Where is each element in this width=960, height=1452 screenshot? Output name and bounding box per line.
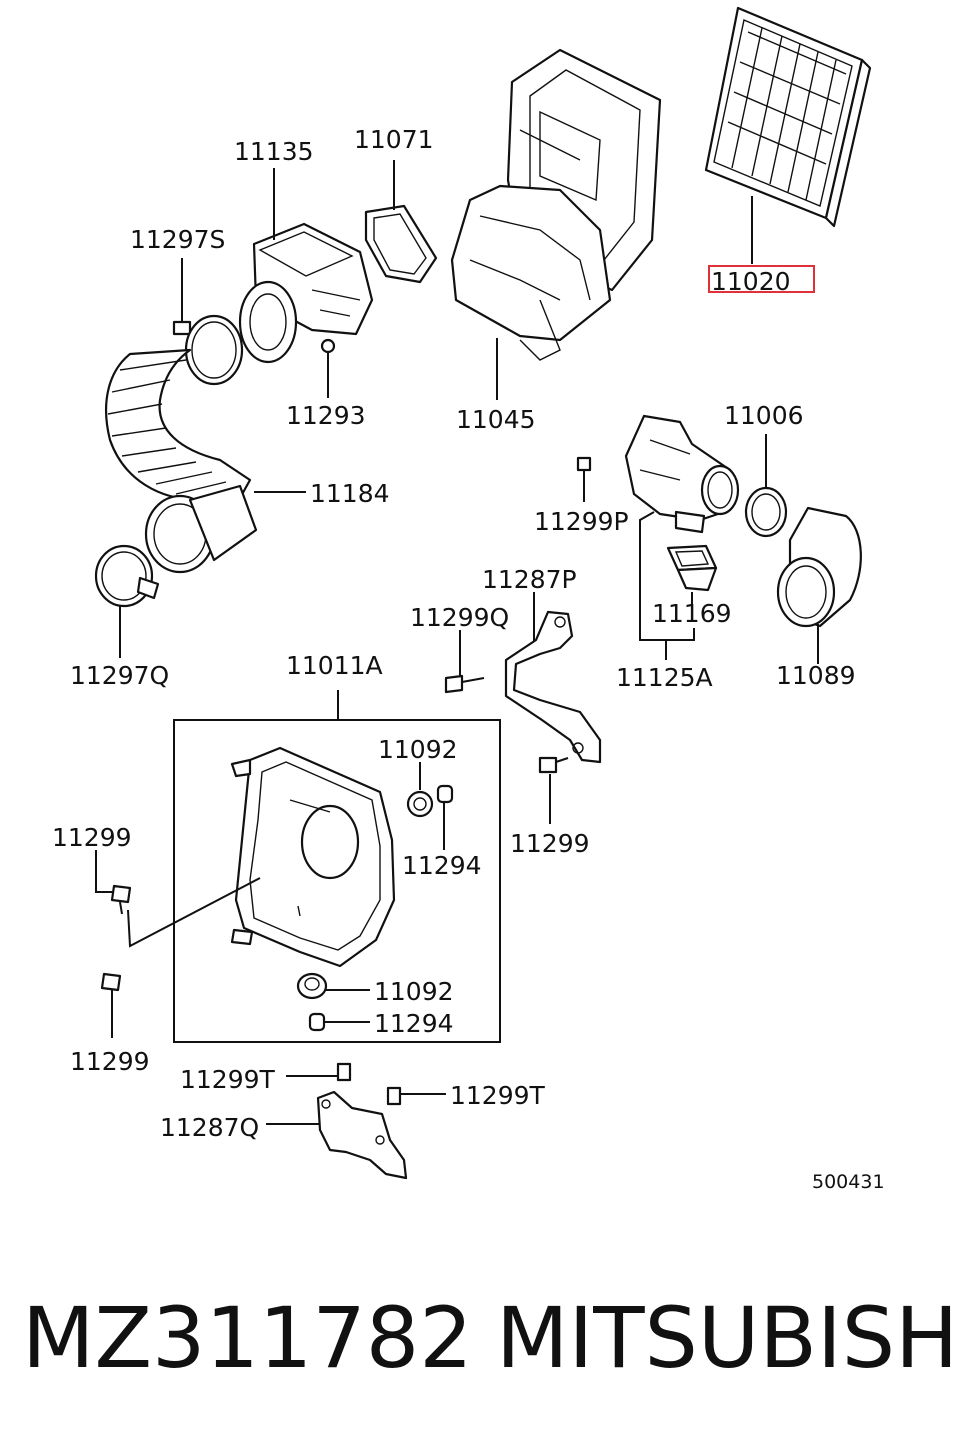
- air-cleaner-upper-case: [450, 48, 662, 400]
- label-11020: 11020: [711, 267, 791, 296]
- intake-hose: [105, 348, 306, 574]
- air-filter-element: [704, 6, 872, 264]
- hose-clamp-lower: [94, 544, 160, 658]
- clamp-11006: [744, 434, 788, 538]
- brand-name: MITSUBISHI: [496, 1289, 960, 1387]
- bolt-11299-left-upper: [95, 850, 261, 948]
- label-11293: 11293: [286, 401, 366, 430]
- label-11184: 11184: [310, 479, 390, 508]
- label-11125a: 11125A: [616, 663, 713, 692]
- hose-clamp-upper: [184, 314, 244, 386]
- grommet-11092-lower: [296, 972, 370, 1000]
- label-11299-left-upper: 11299: [52, 823, 132, 852]
- label-11297q: 11297Q: [70, 661, 169, 690]
- bolt-11299-right: [538, 756, 569, 824]
- bolt-11299t-right: [386, 1086, 446, 1106]
- duct-11089: [776, 506, 862, 664]
- gasket-11169: [666, 544, 718, 604]
- label-11294-upper: 11294: [402, 851, 482, 880]
- bracket-11287p: [504, 592, 602, 764]
- label-11092-lower: 11092: [374, 977, 454, 1006]
- label-11169: 11169: [652, 599, 732, 628]
- label-11299p: 11299P: [534, 507, 629, 536]
- label-11294-lower: 11294: [374, 1009, 454, 1038]
- resonator-duct: [624, 414, 740, 534]
- highlight-box: [708, 265, 815, 293]
- footer: MZ311782 MITSUBISHI: [0, 1288, 960, 1398]
- label-11299-left-lower: 11299: [70, 1047, 150, 1076]
- label-11092-upper: 11092: [378, 735, 458, 764]
- label-11071: 11071: [354, 125, 434, 154]
- parts-diagram: 11135 11071 11297S 11293 11045 11020 110…: [52, 6, 885, 1193]
- bracket-lines-11125a: [639, 511, 695, 641]
- bolt-11297s: [172, 258, 192, 336]
- label-11287p: 11287P: [482, 565, 577, 594]
- nut-11293: [320, 338, 336, 398]
- label-11299t-right: 11299T: [450, 1081, 546, 1110]
- collar-11294-lower: [308, 1012, 370, 1032]
- label-11297s: 11297S: [130, 225, 225, 254]
- diagram-code: 500431: [812, 1171, 885, 1193]
- label-11299t-upper: 11299T: [180, 1065, 276, 1094]
- collar-11294-upper: [436, 784, 454, 850]
- label-11299q: 11299Q: [410, 603, 509, 632]
- label-11006: 11006: [724, 401, 804, 430]
- part-number: MZ311782: [22, 1289, 473, 1387]
- grommet-11092-upper: [406, 762, 434, 818]
- bolt-11299q: [444, 630, 485, 694]
- bolt-11299p: [576, 456, 592, 502]
- label-11089: 11089: [776, 661, 856, 690]
- label-11045: 11045: [456, 405, 536, 434]
- bracket-11287q: [266, 1090, 408, 1180]
- label-11299-right: 11299: [510, 829, 590, 858]
- air-flow-sensor: [238, 168, 374, 364]
- label-11011a: 11011A: [286, 651, 383, 680]
- gasket: [364, 160, 438, 284]
- label-11135: 11135: [234, 137, 314, 166]
- bolt-11299-left-lower: [100, 972, 122, 1038]
- label-11287q: 11287Q: [160, 1113, 259, 1142]
- bolt-11299t-upper: [286, 1062, 352, 1082]
- air-cleaner-lower-case: [230, 746, 396, 968]
